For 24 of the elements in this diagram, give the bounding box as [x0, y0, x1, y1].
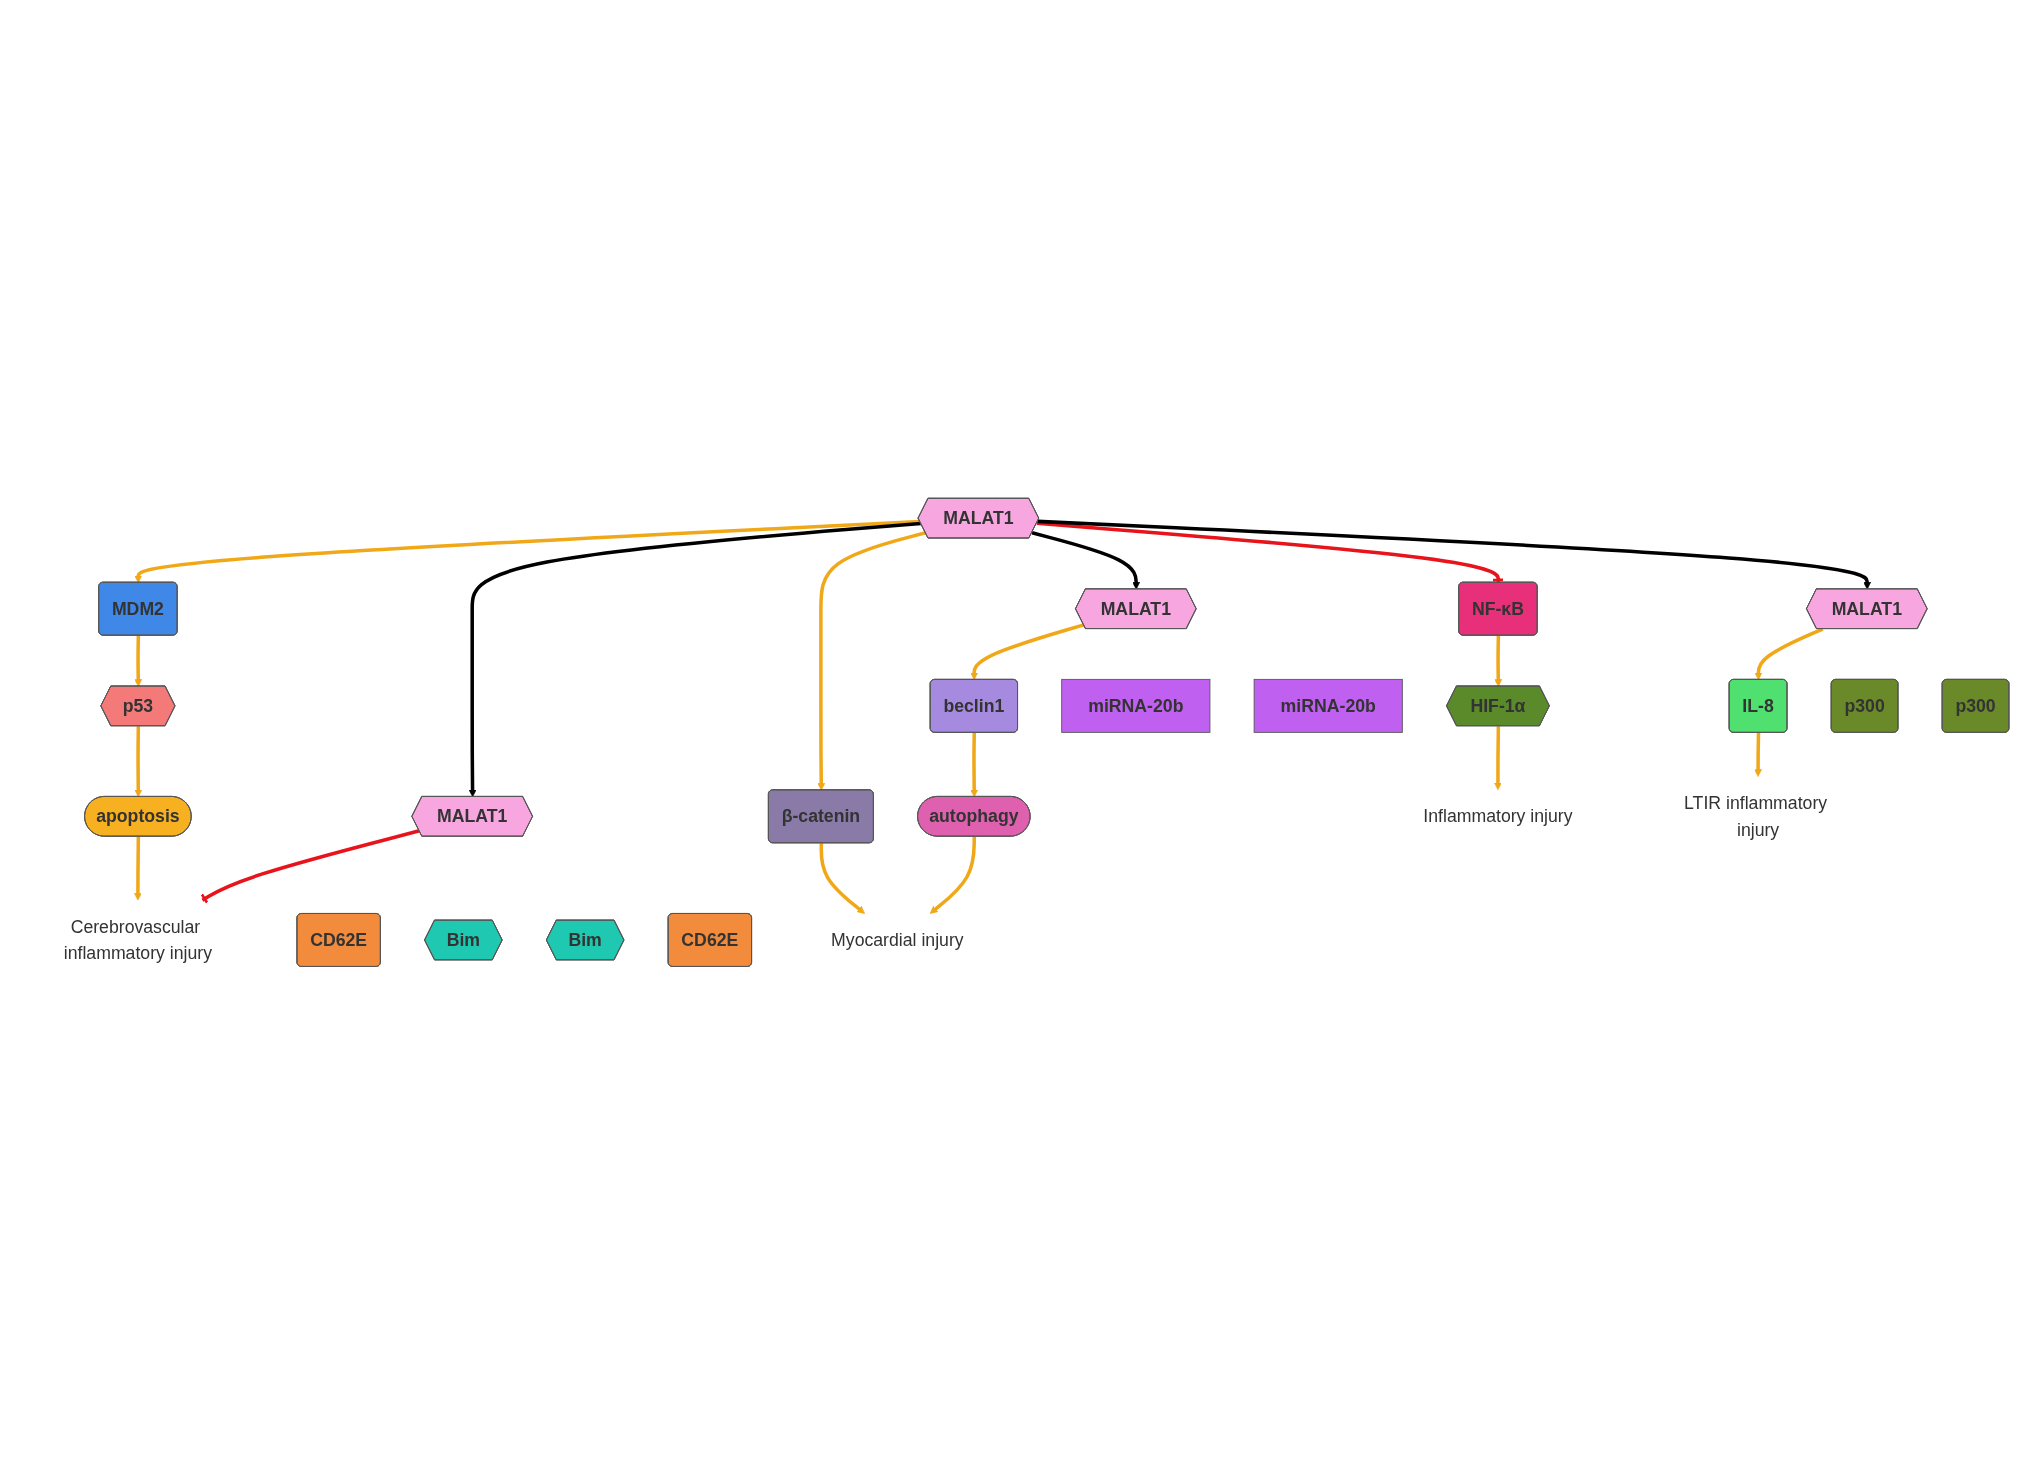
node-box: miRNA-20b [1253, 678, 1403, 733]
arrow [134, 836, 142, 901]
node-text: Cerebrovascular inflammatory injury [63, 917, 213, 963]
arrow [1494, 635, 1503, 687]
arrow [1037, 519, 1872, 590]
arrow [1494, 726, 1502, 791]
connector [200, 829, 420, 905]
arrow [970, 623, 1085, 681]
connector [1036, 521, 1506, 583]
node-text: Myocardial injury [831, 930, 964, 950]
node-text: LTIR inflammatory injury [1684, 793, 1828, 840]
node-box: miRNA-20b [1061, 678, 1211, 733]
arrow [134, 726, 143, 798]
arrow [134, 635, 143, 687]
arrow [819, 843, 865, 914]
arrow [134, 519, 920, 583]
arrow [1031, 531, 1141, 590]
arrow [929, 836, 977, 914]
arrow [970, 732, 979, 798]
arrow [1754, 732, 1762, 777]
arrow [817, 531, 926, 791]
node-text: Inflammatory injury [1423, 806, 1573, 827]
arrow [468, 521, 921, 798]
arrow [1754, 627, 1824, 681]
